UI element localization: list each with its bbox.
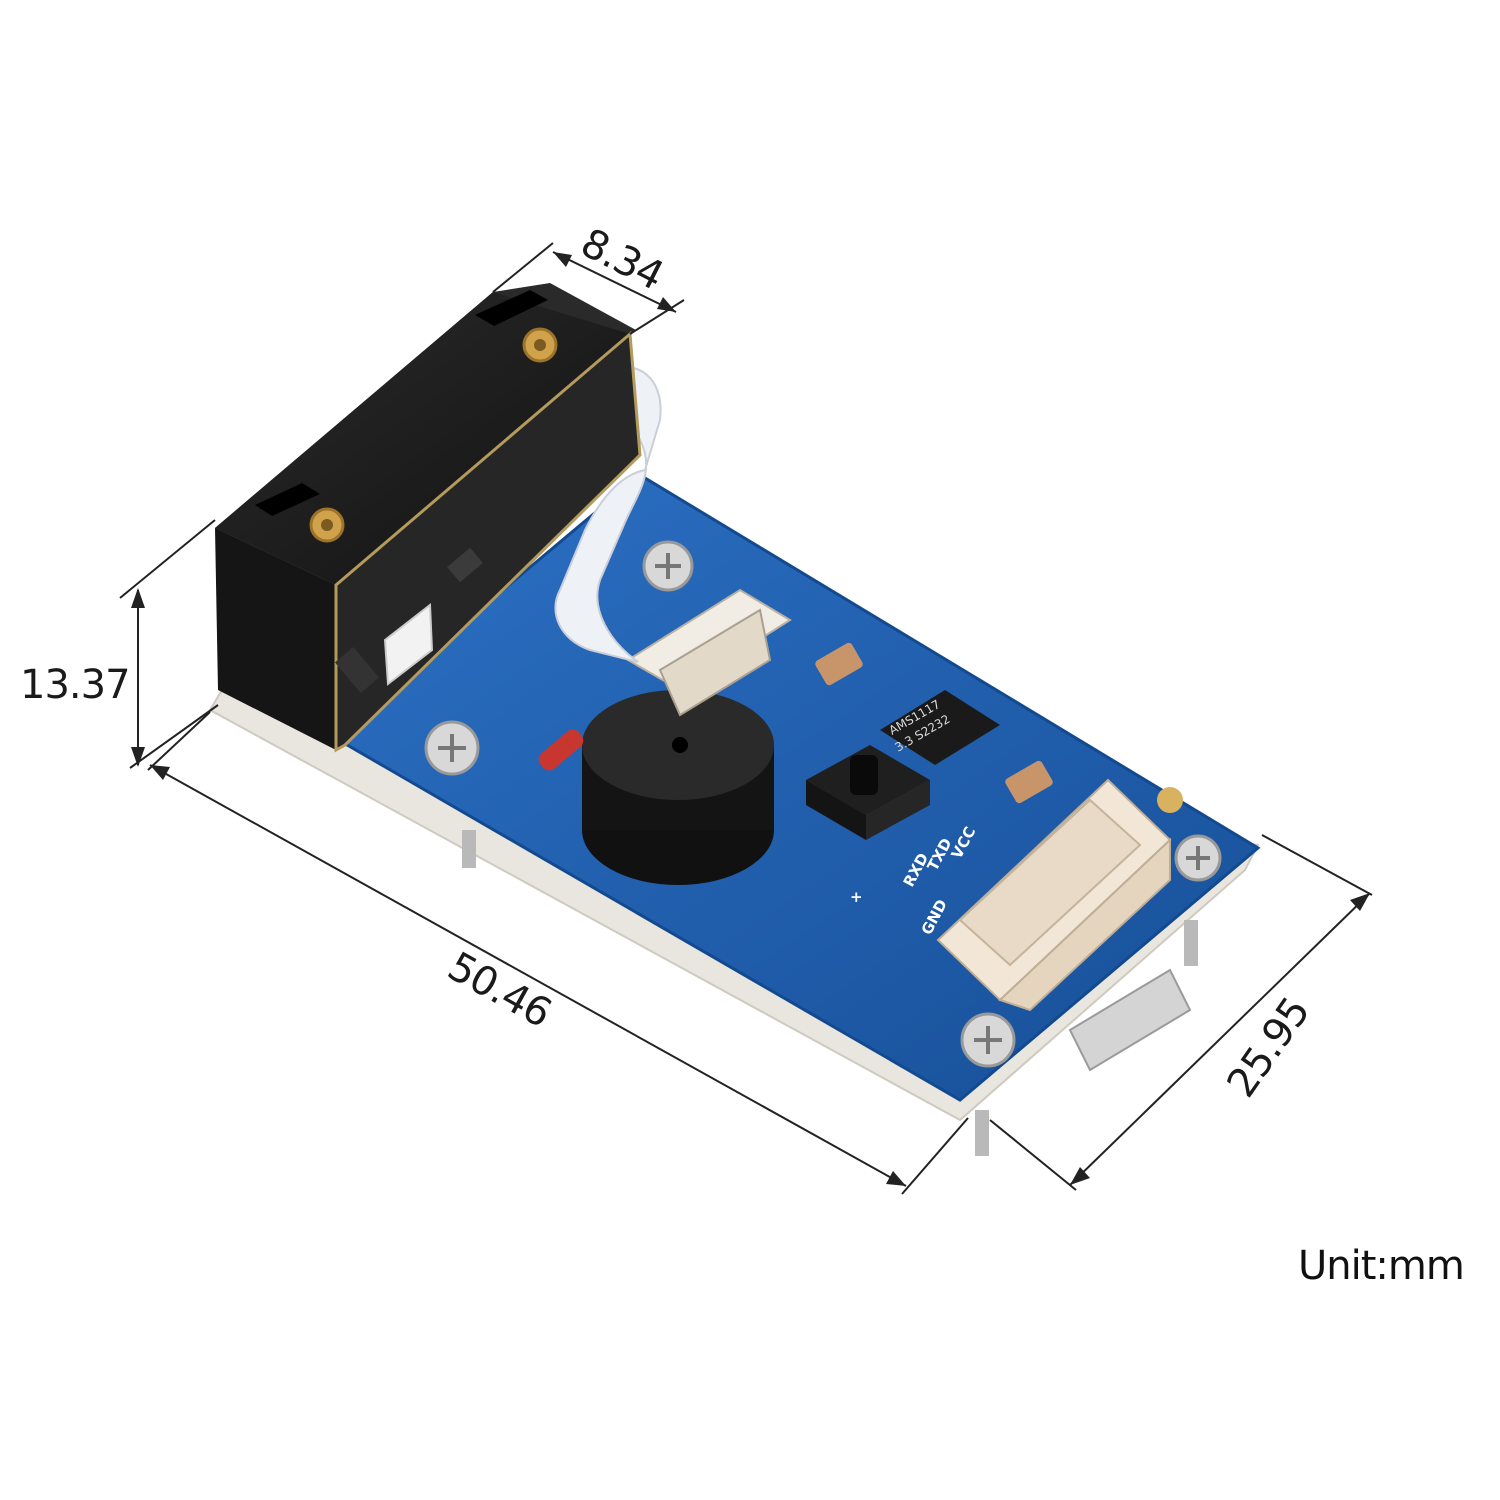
label-plus: + [850, 888, 863, 906]
micro-usb-port [1068, 968, 1192, 1072]
buzzer-icon [582, 690, 774, 885]
capacitor-icon [815, 642, 863, 686]
mounting-screw-icon [960, 1012, 1016, 1068]
unit-label: Unit:mm [1298, 1243, 1465, 1289]
dimension-height-label: 13.37 [20, 662, 130, 708]
tactile-switch-icon [806, 745, 930, 840]
dimension-width-label: 25.95 [1219, 990, 1319, 1106]
dimension-length-label: 50.46 [440, 944, 558, 1037]
uart-connector [936, 778, 1172, 1012]
fpc-connector [626, 588, 792, 717]
scanner-module [215, 283, 642, 753]
mounting-screw-icon [1174, 834, 1222, 882]
capacitor-icon [1005, 760, 1053, 804]
mounting-screw-icon [424, 720, 480, 776]
standoff-icon [1184, 920, 1198, 966]
gold-pad-icon [1157, 787, 1183, 813]
standoff-icon [462, 830, 476, 868]
brass-insert-icon [309, 507, 345, 543]
mounting-screw-icon [642, 540, 694, 592]
sensor-window [383, 603, 434, 686]
dimension-height: 13.37 [20, 519, 219, 769]
dimension-depth-label: 8.34 [573, 220, 670, 300]
brass-insert-icon [522, 327, 558, 363]
diode-icon [538, 729, 584, 771]
standoff-icon [975, 1110, 989, 1156]
